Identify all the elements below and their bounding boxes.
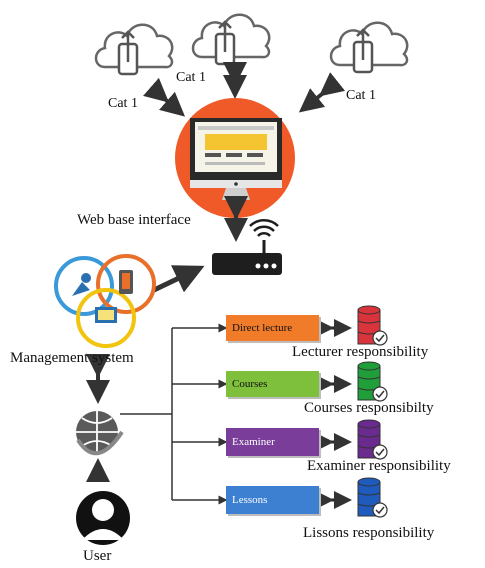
module-label: Direct lecture: [232, 322, 293, 334]
cloud-phone-icon: [191, 13, 271, 66]
management-system-icon: [54, 254, 156, 348]
user-label: User: [83, 548, 112, 564]
connector-tree: [120, 323, 228, 505]
module-box-lessons[interactable]: Lessons: [226, 486, 319, 514]
database-icon: [357, 419, 388, 460]
module-label: Examiner: [232, 436, 275, 448]
module-box-courses[interactable]: Courses: [226, 371, 319, 397]
database-icon: [357, 361, 388, 402]
globe-icon: [76, 411, 124, 456]
arrow-to-router: [152, 265, 205, 293]
responsibility-label: Examiner responsibility: [307, 458, 451, 474]
responsibility-label: Lecturer responsibility: [292, 344, 429, 360]
bidirectional-arrow: [298, 72, 346, 113]
module-label: Lessons: [232, 494, 268, 506]
cloud-label: Cat 1: [346, 88, 376, 103]
computer-icon: [175, 98, 295, 218]
cloud-label: Cat 1: [108, 96, 138, 111]
module-box-direct-lecture[interactable]: Direct lecture: [226, 315, 319, 341]
module-label: Courses: [232, 378, 268, 390]
database-icon: [357, 477, 388, 518]
module-box-examiner[interactable]: Examiner: [226, 428, 319, 456]
cloud-phone-icon: [329, 21, 409, 74]
management-system-label: Management system: [10, 350, 134, 366]
web-interface-label: Web base interface: [77, 212, 191, 228]
responsibility-label: Lissons responsibility: [303, 525, 435, 541]
router-icon: [212, 219, 282, 275]
cloud-label: Cat 1: [176, 70, 206, 85]
responsibility-label: Courses responsibilty: [304, 400, 434, 416]
cloud-phone-icon: [94, 23, 174, 76]
database-icon: [357, 305, 388, 346]
bidirectional-arrow: [143, 77, 186, 117]
user-icon: [76, 491, 130, 545]
